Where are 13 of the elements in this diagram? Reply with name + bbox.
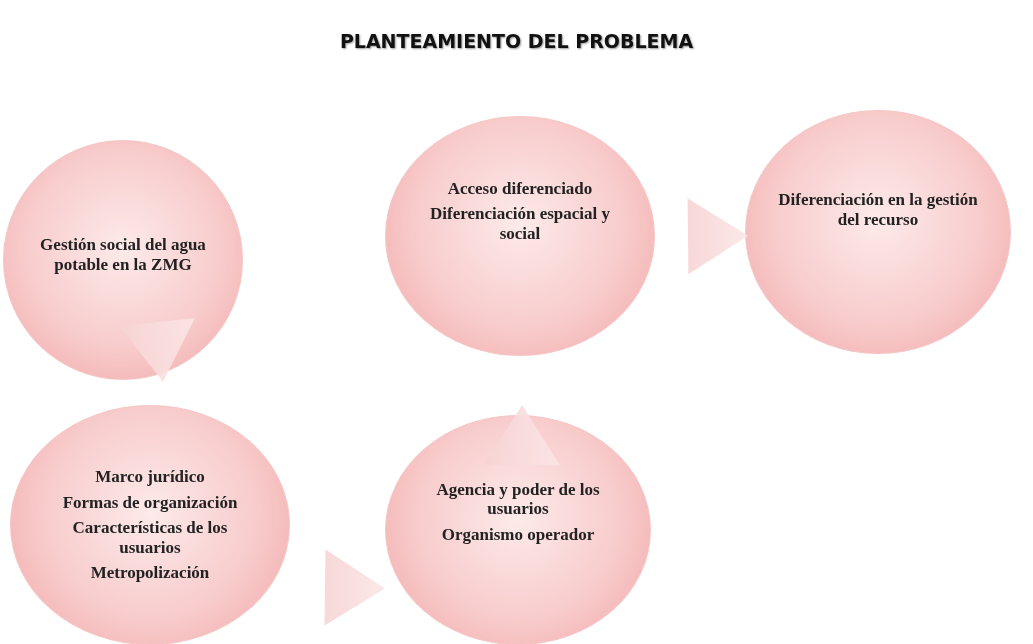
node-text: Metropolización — [90, 563, 210, 583]
node-text: Diferenciación en la gestión del recurso — [777, 190, 979, 230]
node-text: Características de los usuarios — [71, 518, 229, 558]
chevron-arrow — [324, 549, 385, 626]
node-text: Acceso diferenciado — [447, 178, 593, 199]
node-text: Agencia y poder de los usuarios — [435, 479, 601, 519]
node-text: Organismo operador — [441, 524, 595, 545]
chevron-arrow — [687, 198, 748, 275]
node-text: Formas de organización — [62, 492, 238, 513]
node-text: Gestión social del agua potable en la ZMG — [39, 235, 207, 275]
node-text: Diferenciación espacial y social — [428, 204, 611, 244]
title: PLANTEAMIENTO DEL PROBLEMA — [338, 30, 695, 52]
node-text: Marco jurídico — [95, 467, 205, 487]
